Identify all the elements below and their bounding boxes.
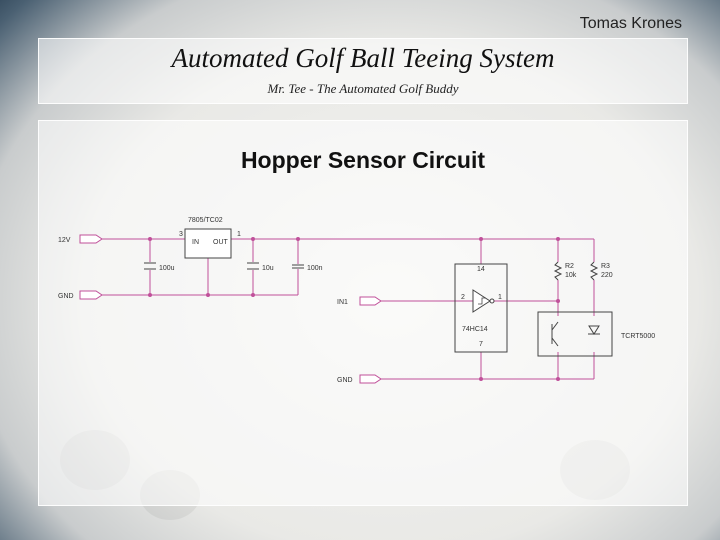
cap-label-c2: 10u <box>262 265 274 272</box>
r3-value: 220 <box>601 272 613 279</box>
sensor-box <box>537 311 613 357</box>
r2-value: 10k <box>565 272 577 279</box>
regulator-out-label: OUT <box>213 239 229 246</box>
schmitt-inverter <box>472 289 495 313</box>
connectors <box>79 234 382 384</box>
ic-box <box>454 263 508 353</box>
regulator-box <box>184 228 232 259</box>
sensor-label: TCRT5000 <box>621 333 655 340</box>
net-label-gnd: GND <box>58 293 74 300</box>
page-title: Automated Golf Ball Teeing System <box>171 43 555 73</box>
r3-name: R3 <box>601 263 610 270</box>
cap-label-c3: 100n <box>307 265 323 272</box>
regulator-label: 7805/TC02 <box>188 217 223 224</box>
connector-gnd <box>79 290 103 300</box>
phototransistor <box>551 321 559 347</box>
ic-pin-vcc: 14 <box>477 266 485 273</box>
author-name: Tomas Krones <box>579 15 682 32</box>
regulator-pin-in: 3 <box>179 231 183 238</box>
connector-in1 <box>359 296 382 306</box>
ic-pin-in: 2 <box>461 294 465 301</box>
ic-pin-out: 1 <box>498 294 502 301</box>
content-box: Hopper Sensor Circuit <box>38 120 688 506</box>
regulator-in-label: IN <box>192 239 199 246</box>
cap-label-c1: 100u <box>159 265 175 272</box>
capacitors <box>144 262 304 270</box>
ic-pin-gnd: 7 <box>479 341 483 348</box>
ir-led <box>588 325 600 335</box>
net-label-12v: 12V <box>58 237 71 244</box>
wires <box>102 238 595 380</box>
net-label-gnd2: GND <box>337 377 353 384</box>
page-subtitle: Mr. Tee - The Automated Golf Buddy <box>267 81 459 96</box>
junctions <box>148 237 560 381</box>
r2-name: R2 <box>565 263 574 270</box>
resistors <box>553 261 599 281</box>
connector-12v <box>79 234 103 244</box>
title-box: Automated Golf Ball Teeing System Mr. Te… <box>38 38 688 104</box>
regulator-pin-out: 1 <box>237 231 241 238</box>
net-label-in1: IN1 <box>337 299 348 306</box>
hysteresis-symbol <box>478 297 486 305</box>
ic-label: 74HC14 <box>462 326 488 333</box>
slide-heading: Hopper Sensor Circuit <box>240 147 486 173</box>
connector-gnd2 <box>359 374 382 384</box>
